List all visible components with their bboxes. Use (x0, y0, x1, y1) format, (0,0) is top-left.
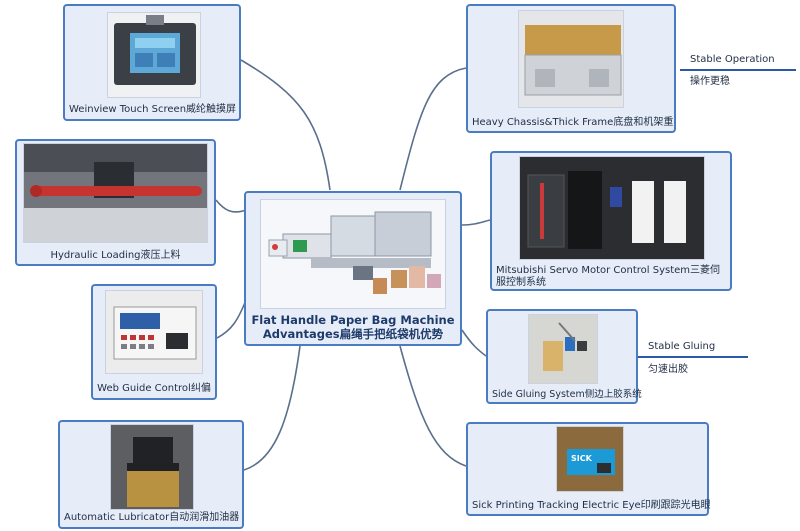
side-gluing-label: Side Gluing System侧边上胶系统 (492, 389, 632, 401)
servo-label: Mitsubishi Servo Motor Control System三菱伺… (496, 265, 726, 289)
feature-heavy-chassis[interactable]: Heavy Chassis&Thick Frame底盘和机架重 (466, 4, 676, 133)
sick-label: Sick Printing Tracking Electric Eye印刷跟踪光… (472, 500, 703, 512)
central-title-line1: Flat Handle Paper Bag Machine (250, 313, 456, 327)
connector-weinview (241, 60, 330, 190)
note-stable-operation-en: Stable Operation (690, 54, 775, 65)
note-line-stable-gluing (638, 356, 748, 358)
feature-hydraulic-loading[interactable]: Hydraulic Loading液压上料 (15, 139, 216, 266)
machine-illustration (261, 200, 446, 309)
lubricator-photo (110, 424, 194, 510)
note-stable-gluing-cn: 匀速出胶 (648, 360, 688, 375)
note-stable-operation-cn: 操作更稳 (690, 72, 730, 87)
feature-sick-tracking-eye[interactable]: SICK Sick Printing Tracking Electric Eye… (466, 422, 709, 516)
feature-weinview-touch-screen[interactable]: Weinview Touch Screen威纶触摸屏 (63, 4, 241, 121)
touch-screen-photo (107, 12, 201, 98)
sick-eye-photo: SICK (556, 426, 624, 492)
connector-web-guide (217, 300, 246, 338)
heavy-chassis-photo (518, 10, 624, 108)
connector-sick (400, 346, 466, 466)
connector-lubricator (244, 346, 300, 470)
feature-web-guide-control[interactable]: Web Guide Control纠偏 (91, 284, 217, 400)
note-stable-gluing-en: Stable Gluing (648, 341, 715, 352)
web-guide-label: Web Guide Control纠偏 (97, 383, 211, 395)
side-gluing-photo (528, 314, 598, 384)
connector-hydraulic (216, 200, 246, 212)
connector-side-gluing (462, 330, 486, 356)
web-guide-photo (105, 290, 203, 374)
weinview-label: Weinview Touch Screen威纶触摸屏 (69, 104, 235, 116)
central-title-line2: Advantages扁绳手把纸袋机优势 (250, 327, 456, 341)
hydraulic-label: Hydraulic Loading液压上料 (21, 250, 210, 262)
feature-mitsubishi-servo[interactable]: Mitsubishi Servo Motor Control System三菱伺… (490, 151, 732, 291)
hydraulic-loading-photo (23, 143, 208, 243)
servo-control-photo (519, 156, 705, 260)
connector-servo (462, 220, 490, 225)
central-topic[interactable]: Flat Handle Paper Bag Machine Advantages… (244, 191, 462, 346)
chassis-label: Heavy Chassis&Thick Frame底盘和机架重 (472, 117, 670, 129)
sick-logo-text: SICK (571, 454, 593, 463)
paper-bag-machine-photo (260, 199, 446, 309)
feature-automatic-lubricator[interactable]: Automatic Lubricator自动润滑加油器 (58, 420, 244, 529)
lubricator-label: Automatic Lubricator自动润滑加油器 (64, 512, 238, 524)
note-line-stable-operation (680, 69, 796, 71)
connector-chassis (400, 68, 466, 190)
feature-side-gluing[interactable]: Side Gluing System侧边上胶系统 (486, 309, 638, 404)
